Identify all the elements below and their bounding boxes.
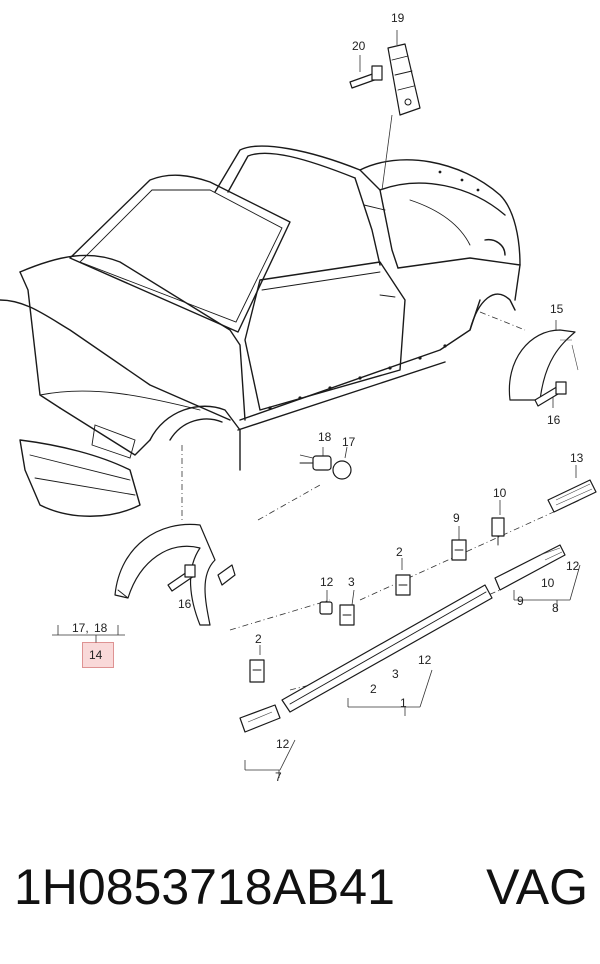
callout-2-bottom: 2 xyxy=(370,682,377,696)
callout-12-lower: 12 xyxy=(418,653,432,667)
callout-9-upper: 9 xyxy=(453,511,460,525)
part-2-clip-lower xyxy=(249,659,265,683)
callout-labels: 19 20 15 16 18 17 13 10 9 2 12 10 12 3 9… xyxy=(72,11,584,784)
part-3-clip-mid xyxy=(339,604,355,626)
callout-12-bottom: 12 xyxy=(276,737,290,751)
part-20-screw xyxy=(349,65,383,89)
part-12-screw-mid xyxy=(319,601,333,615)
part-1-sill-moulding xyxy=(281,584,493,713)
callout-16-front: 16 xyxy=(178,597,192,611)
callout-8: 8 xyxy=(552,601,559,615)
callout-9-lower: 9 xyxy=(517,594,524,608)
brand-name: VAG xyxy=(486,859,588,915)
callout-3-lower: 3 xyxy=(392,667,399,681)
callout-19: 19 xyxy=(391,11,405,25)
callout-12-right: 12 xyxy=(566,559,580,573)
part-17-18-clip xyxy=(299,455,352,480)
part-9-clip xyxy=(451,539,467,561)
part-16-front-screw xyxy=(167,564,196,592)
callout-10-lower: 10 xyxy=(541,576,555,590)
front-clip xyxy=(217,564,236,586)
part-front-arch xyxy=(114,523,216,626)
callout-18-bracket: 18 xyxy=(94,621,108,635)
callout-3-mid: 3 xyxy=(348,575,355,589)
callout-18-center: 18 xyxy=(318,430,332,444)
part-7-end-piece xyxy=(239,704,281,733)
part-number: 1H0853718AB41 xyxy=(14,859,395,915)
callout-15: 15 xyxy=(550,302,564,316)
part-2-clip-upper xyxy=(395,574,411,596)
callout-12-mid: 12 xyxy=(320,575,334,589)
part-15-rear-arch xyxy=(508,329,579,401)
callout-13: 13 xyxy=(570,451,584,465)
callout-1: 1 xyxy=(400,696,407,710)
callout-17-center: 17 xyxy=(342,435,356,449)
callout-10-upper: 10 xyxy=(493,486,507,500)
callout-20: 20 xyxy=(352,39,366,53)
callout-2-upper: 2 xyxy=(396,545,403,559)
part-13-reflector xyxy=(547,479,597,513)
callout-17-bracket: 17, xyxy=(72,621,89,635)
part-16-rear-screw xyxy=(534,381,567,407)
part-10-clip xyxy=(491,517,505,546)
side-dots xyxy=(268,170,480,410)
part-8-rear-piece xyxy=(494,544,566,591)
callout-2-lower: 2 xyxy=(255,632,262,646)
callout-14: 14 xyxy=(89,648,103,662)
part-19-bracket xyxy=(387,43,421,116)
callout-7: 7 xyxy=(275,770,282,784)
callout-16-rear: 16 xyxy=(547,413,561,427)
highlighted-part-box xyxy=(82,642,114,668)
parts-diagram: 19 20 15 16 18 17 13 10 9 2 12 10 12 3 9… xyxy=(0,11,597,784)
callout-14-overlay: 14 xyxy=(89,648,103,662)
car-body xyxy=(0,145,521,517)
